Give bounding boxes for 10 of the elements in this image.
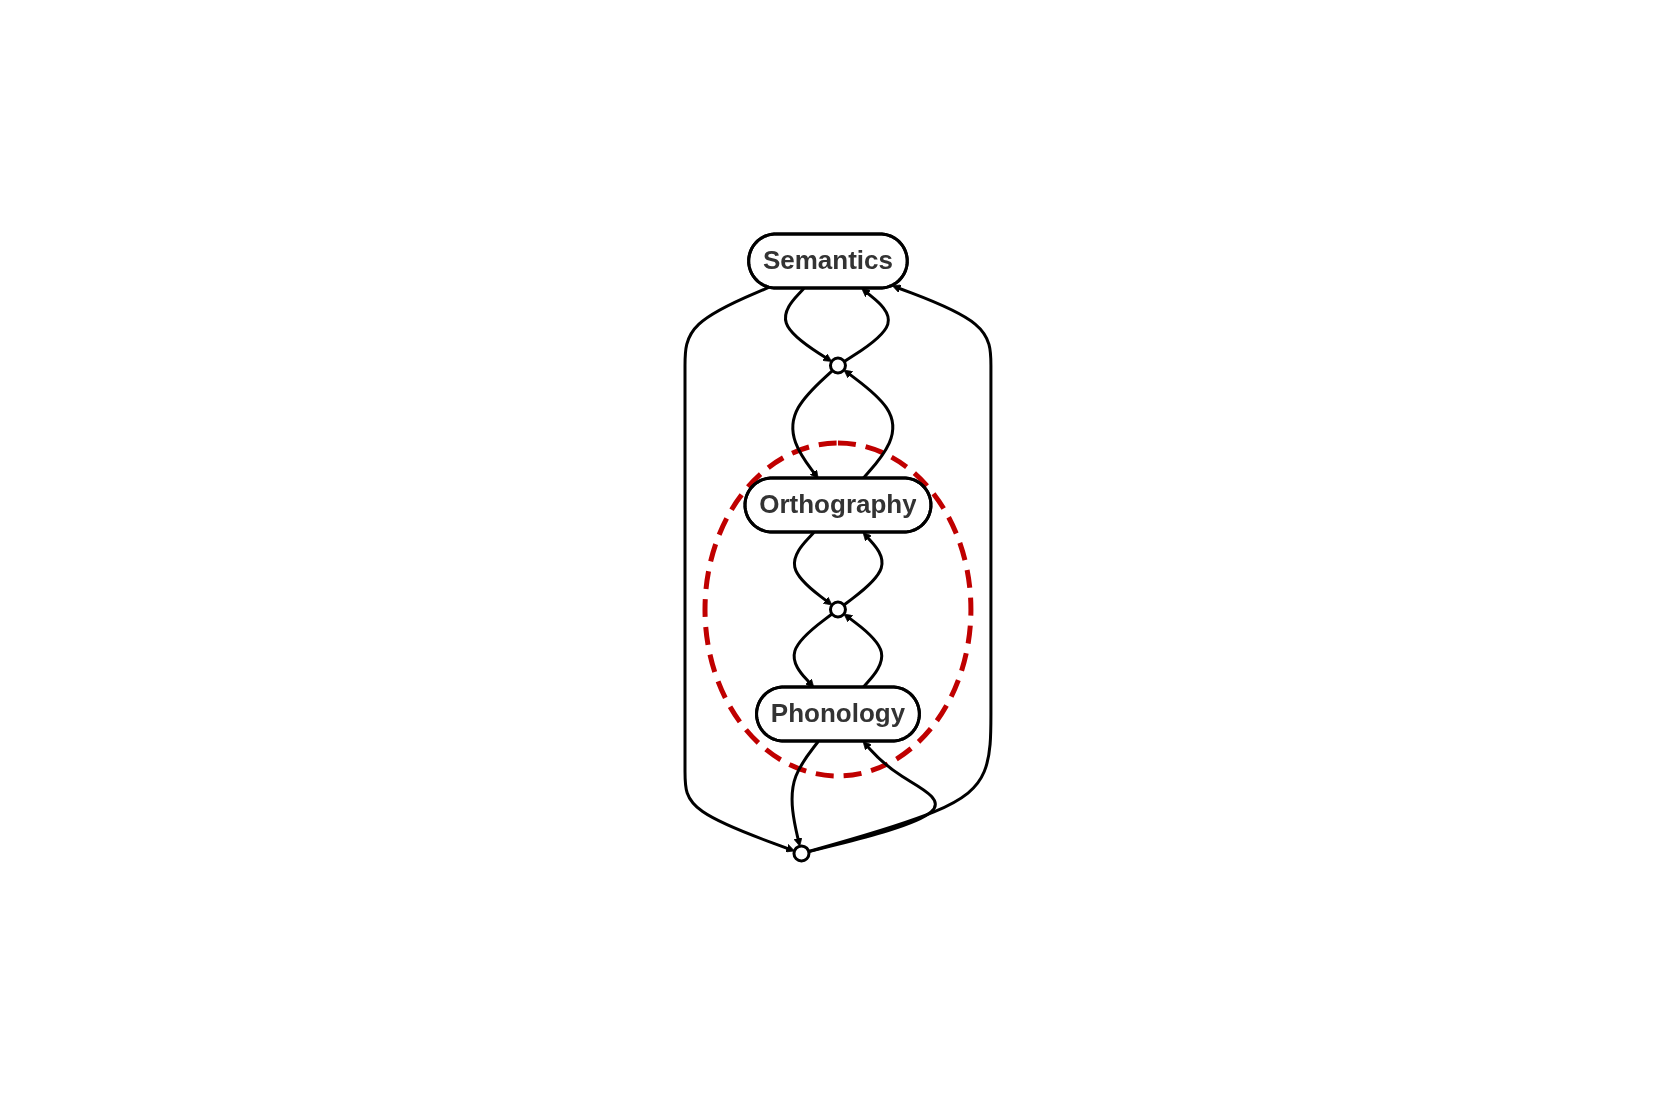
arrow [807,740,937,853]
node-ellipse [828,356,847,374]
arrow [807,284,992,853]
node-ellipse [828,600,847,618]
arrow [842,531,884,606]
cluster [702,440,973,778]
arrow [790,740,819,847]
node-ellipse [792,844,810,862]
arrow [843,287,890,363]
arrow [683,285,795,852]
